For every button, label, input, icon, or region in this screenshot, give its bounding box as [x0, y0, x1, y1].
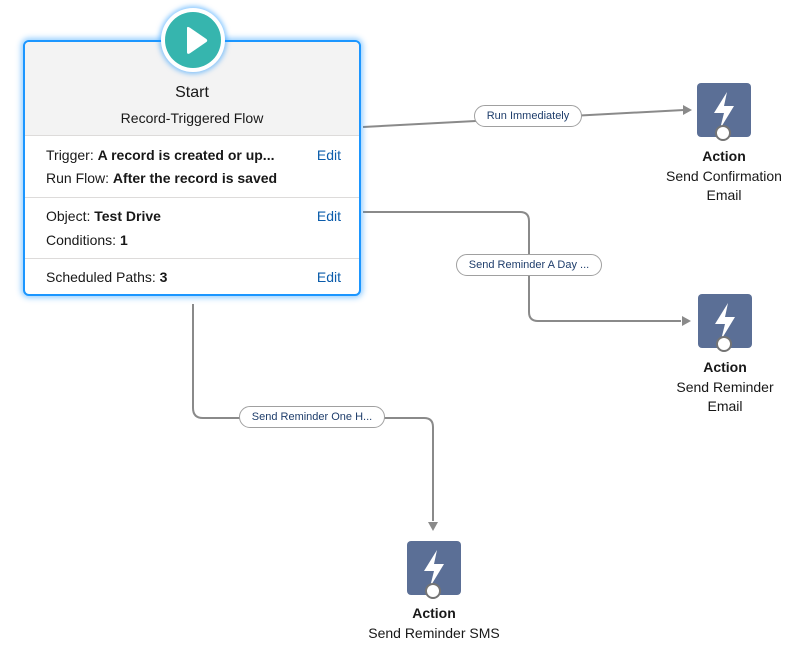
object-value: Test Drive [94, 208, 161, 224]
scheduled-paths-label: Scheduled Paths: [46, 269, 156, 285]
conditions-label: Conditions: [46, 232, 117, 248]
scheduled-paths-row: Scheduled Paths: 3 [46, 269, 167, 285]
arrowhead-run-immediately [683, 105, 692, 115]
action-type-label: Action [412, 605, 456, 621]
start-icon[interactable] [161, 8, 225, 72]
connector-node-circle[interactable] [716, 336, 732, 352]
arrowhead-reminder-day [682, 316, 691, 326]
arrowhead-reminder-hour [428, 522, 438, 531]
trigger-label: Trigger: [46, 147, 94, 163]
action-name-confirmation-email: Send Confirmation Email [644, 167, 800, 205]
object-label: Object: [46, 208, 91, 224]
action-name-reminder-email: Send Reminder Email [645, 378, 800, 416]
play-icon [165, 12, 221, 68]
conditions-row: Conditions: 1 [46, 232, 128, 248]
action-name-line: Email [706, 187, 742, 203]
action-name-line: Send Reminder [676, 379, 774, 395]
connector-node-circle[interactable] [425, 583, 441, 599]
object-section: Object: Test Drive Conditions: 1 Edit [25, 197, 359, 258]
scheduled-paths-section: Scheduled Paths: 3 Edit [25, 258, 359, 294]
action-icon-confirmation-email[interactable] [697, 83, 751, 141]
action-icon-reminder-sms[interactable] [407, 541, 461, 599]
action-type-label: Action [702, 148, 746, 164]
action-name-line: Send Reminder SMS [368, 625, 500, 641]
edit-scheduled-paths-link[interactable]: Edit [316, 269, 341, 285]
flow-type-label: Record-Triggered Flow [120, 110, 264, 126]
lightning-bolt-icon [714, 92, 734, 129]
trigger-row: Trigger: A record is created or up... [46, 147, 274, 163]
trigger-value: A record is created or up... [97, 147, 275, 163]
path-label-reminder-hour[interactable]: Send Reminder One H... [239, 406, 385, 428]
object-row: Object: Test Drive [46, 208, 161, 224]
action-name-line: Send Confirmation [666, 168, 782, 184]
path-label-reminder-day[interactable]: Send Reminder A Day ... [456, 254, 602, 276]
run-flow-value: After the record is saved [112, 170, 278, 186]
edit-trigger-link[interactable]: Edit [316, 147, 341, 163]
lightning-bolt-icon [715, 303, 735, 340]
action-type-label: Action [703, 359, 747, 375]
connector-node-circle[interactable] [715, 125, 731, 141]
start-header: Start Record-Triggered Flow [25, 42, 359, 135]
action-name-line: Email [707, 398, 743, 414]
run-flow-label: Run Flow: [46, 170, 110, 186]
lightning-bolt-icon [424, 550, 444, 587]
scheduled-paths-value: 3 [159, 269, 168, 285]
action-icon-reminder-email[interactable] [698, 294, 752, 352]
conditions-value: 1 [119, 232, 128, 248]
start-element-card[interactable]: Start Record-Triggered Flow Trigger: A r… [23, 40, 361, 296]
path-label-run-immediately[interactable]: Run Immediately [474, 105, 582, 127]
edit-object-link[interactable]: Edit [316, 208, 341, 224]
action-name-reminder-sms: Send Reminder SMS [354, 624, 514, 643]
run-flow-row: Run Flow: After the record is saved [46, 170, 277, 186]
start-title: Start [175, 84, 209, 101]
trigger-section: Trigger: A record is created or up... Ru… [25, 135, 359, 197]
